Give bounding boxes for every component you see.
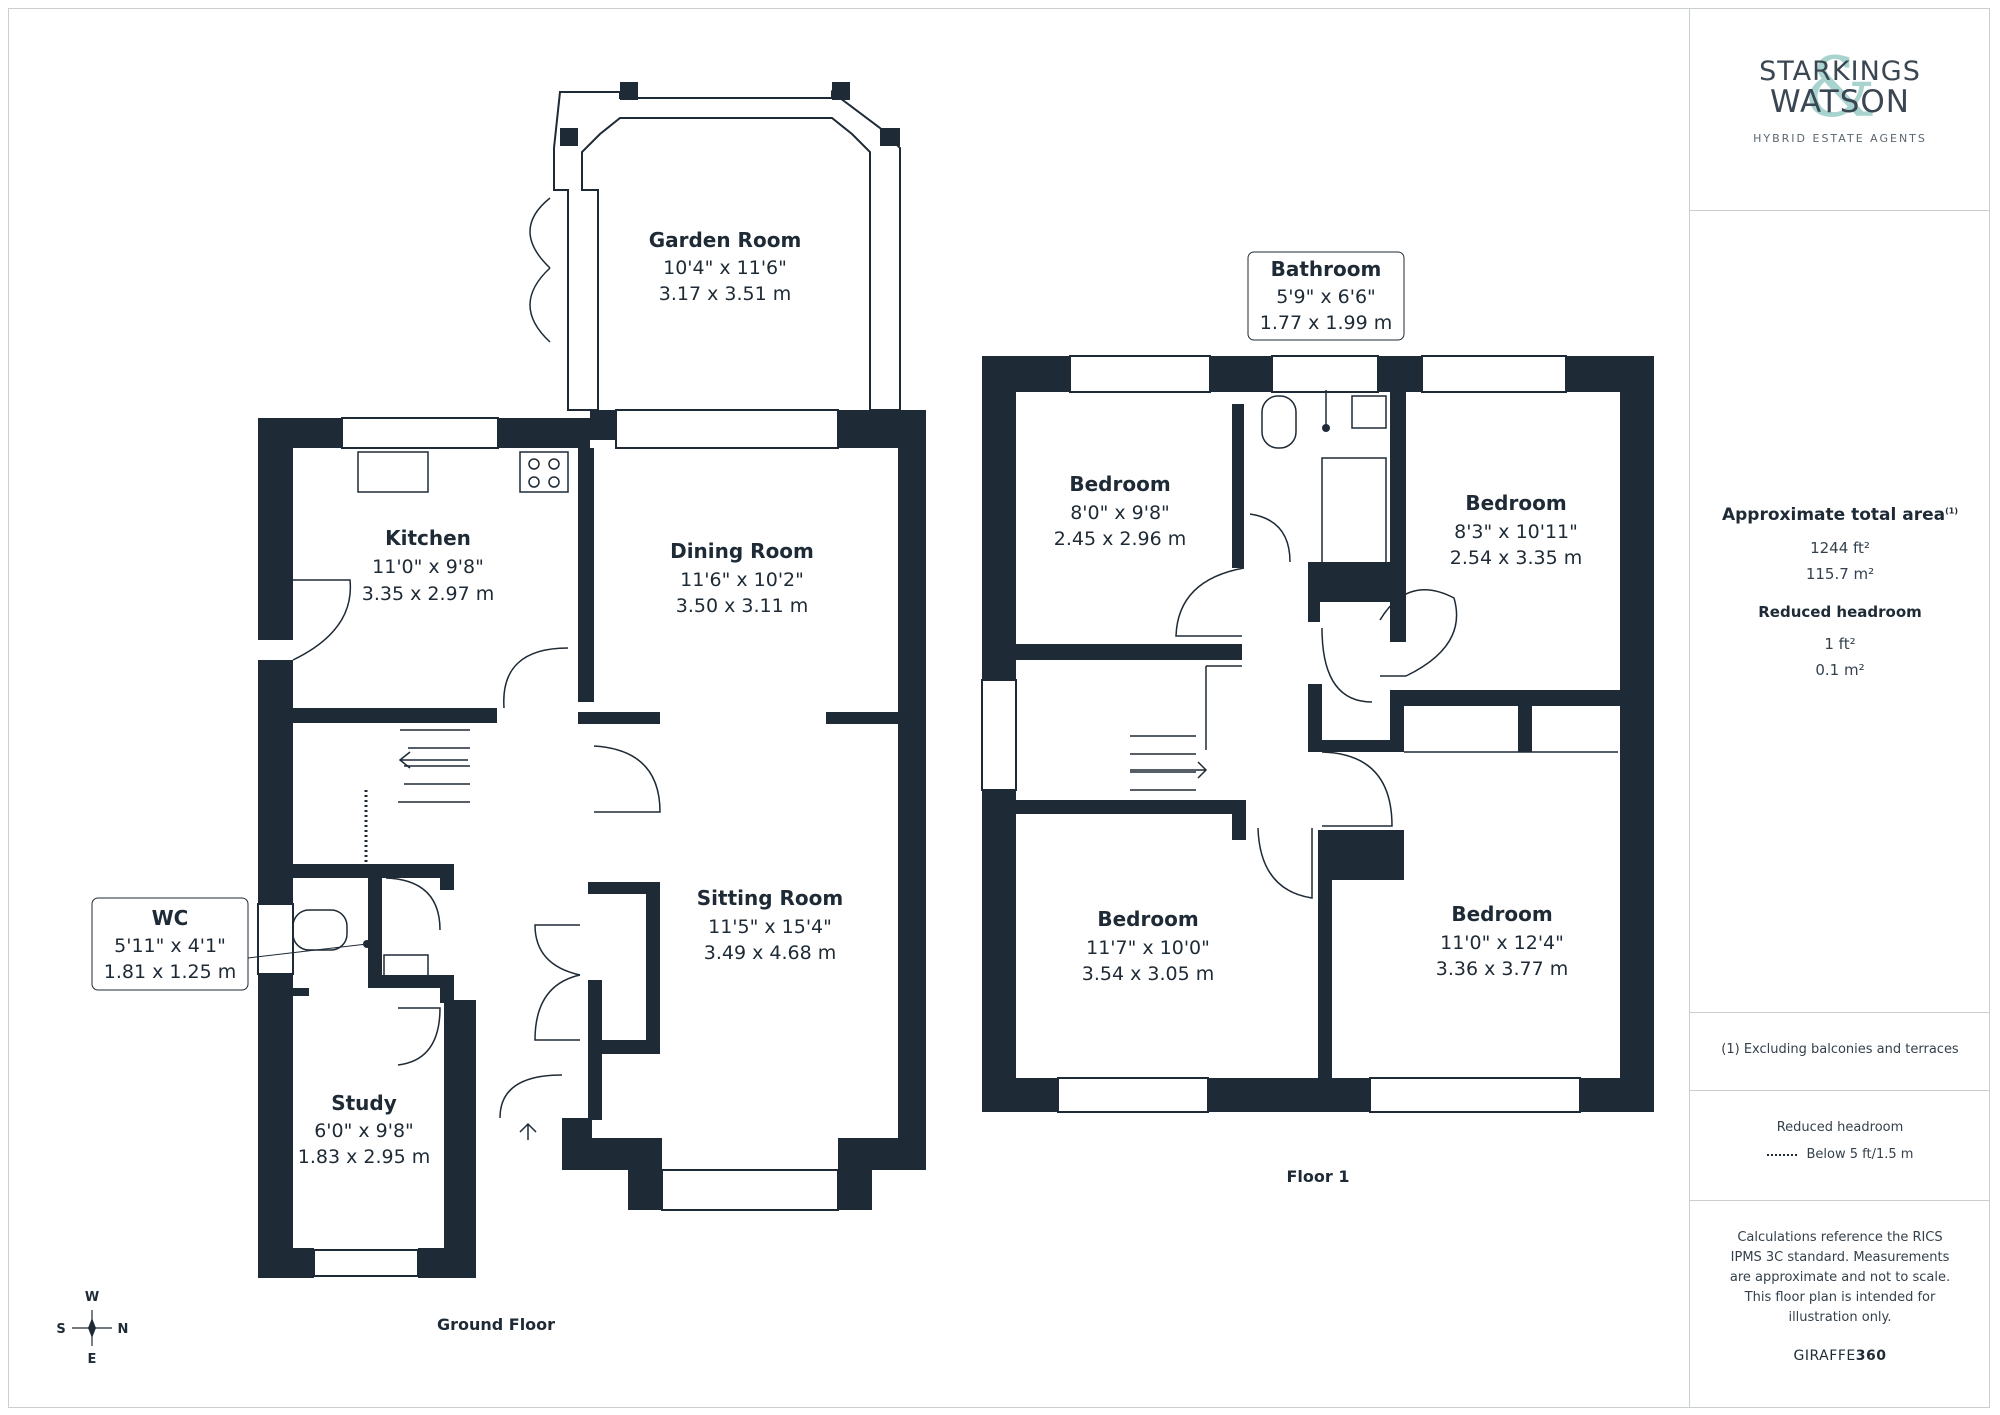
- room-sitting-room: Sitting Room 11'5" x 15'4" 3.49 x 4.68 m: [697, 886, 843, 964]
- room-dining-room: Dining Room 11'6" x 10'2" 3.50 x 3.11 m: [670, 539, 814, 617]
- credit-logo: GIRAFFE360: [1793, 1348, 1887, 1364]
- room-bedroom-4: Bedroom 11'0" x 12'4" 3.36 x 3.77 m: [1436, 902, 1568, 980]
- svg-text:1.77 x 1.99 m: 1.77 x 1.99 m: [1260, 312, 1392, 334]
- compass-icon: W S N E: [56, 1290, 128, 1367]
- floor-1-walls: [982, 356, 1654, 1112]
- svg-text:Bedroom: Bedroom: [1097, 907, 1198, 931]
- svg-text:1.83 x 2.95 m: 1.83 x 2.95 m: [298, 1146, 430, 1168]
- room-bedroom-1: Bedroom 8'0" x 9'8" 2.45 x 2.96 m: [1054, 472, 1186, 550]
- area-sqm: 115.7 m²: [1805, 565, 1875, 583]
- svg-text:8'0" x 9'8": 8'0" x 9'8": [1070, 502, 1170, 524]
- floor-1-fixtures: [1130, 390, 1387, 791]
- ground-floor-walls: [258, 410, 926, 1278]
- svg-text:3.50 x 3.11 m: 3.50 x 3.11 m: [676, 595, 808, 617]
- ground-floor-doors: [292, 197, 661, 1119]
- compass-s: S: [56, 1322, 65, 1337]
- svg-text:Kitchen: Kitchen: [385, 526, 471, 550]
- ground-floor-label: Ground Floor: [437, 1315, 555, 1334]
- room-labels: Garden Room 10'4" x 11'6" 3.17 x 3.51 m …: [104, 228, 1582, 1334]
- page-frame: [8, 8, 1990, 1408]
- svg-text:10'4" x 11'6": 10'4" x 11'6": [663, 257, 787, 279]
- svg-text:11'6" x 10'2": 11'6" x 10'2": [680, 569, 804, 591]
- svg-text:2.45 x 2.96 m: 2.45 x 2.96 m: [1054, 528, 1186, 550]
- area-section: Approximate total area(1) 1244 ft² 115.7…: [1690, 505, 1990, 679]
- svg-text:Study: Study: [331, 1091, 397, 1115]
- svg-text:WC: WC: [152, 906, 189, 930]
- compass-w: W: [85, 1290, 99, 1305]
- legend: Reduced headroom Below 5 ft/1.5 m: [1690, 1120, 1990, 1162]
- wc-callout-box: [91, 897, 249, 991]
- area-title: Approximate total area(1): [1721, 505, 1958, 525]
- brand-line1: STARKINGS: [1759, 56, 1921, 87]
- legend-item: Below 5 ft/1.5 m: [1690, 1147, 1990, 1162]
- sidebar-divider: [1690, 210, 1990, 211]
- reduced-sqft: 1 ft²: [1824, 635, 1856, 653]
- svg-text:3.36 x 3.77 m: 3.36 x 3.77 m: [1436, 958, 1568, 980]
- room-kitchen: Kitchen 11'0" x 9'8" 3.35 x 2.97 m: [362, 526, 494, 605]
- svg-text:11'5" x 15'4": 11'5" x 15'4": [708, 916, 832, 938]
- room-garden-room: Garden Room 10'4" x 11'6" 3.17 x 3.51 m: [649, 228, 802, 305]
- legend-dotted-line: [1766, 1153, 1797, 1156]
- compass-n: N: [118, 1322, 129, 1337]
- sidebar-border: [1689, 8, 1690, 1408]
- room-bedroom-2: Bedroom 8'3" x 10'11" 2.54 x 3.35 m: [1450, 491, 1582, 569]
- ground-floor-fixtures: [292, 451, 569, 1140]
- svg-text:3.35 x 2.97 m: 3.35 x 2.97 m: [362, 583, 494, 605]
- reduced-sqm: 0.1 m²: [1815, 661, 1865, 679]
- brand-logo: & STARKINGS WATSON HYBRID ESTATE AGENTS: [1690, 44, 1990, 178]
- floor-plan: Garden Room 10'4" x 11'6" 3.17 x 3.51 m …: [56, 82, 1654, 1367]
- room-study: Study 6'0" x 9'8" 1.83 x 2.95 m: [298, 1091, 430, 1168]
- room-bedroom-3: Bedroom 11'7" x 10'0" 3.54 x 3.05 m: [1082, 907, 1214, 985]
- reduced-headroom-title: Reduced headroom: [1758, 603, 1922, 621]
- disclaimer: Calculations reference the RICS IPMS 3C …: [1729, 1230, 1951, 1325]
- svg-text:Garden Room: Garden Room: [649, 228, 802, 252]
- svg-text:Dining Room: Dining Room: [670, 539, 814, 563]
- area-sqft: 1244 ft²: [1810, 539, 1870, 557]
- floor-1-doors: [1175, 513, 1618, 899]
- svg-text:11'0" x 9'8": 11'0" x 9'8": [372, 556, 484, 578]
- floor-1-windows: [981, 355, 1581, 1113]
- svg-text:6'0" x 9'8": 6'0" x 9'8": [314, 1120, 414, 1142]
- svg-text:Bathroom: Bathroom: [1271, 257, 1382, 281]
- brand-tagline: HYBRID ESTATE AGENTS: [1753, 132, 1927, 145]
- svg-text:1.81 x 1.25 m: 1.81 x 1.25 m: [104, 961, 236, 983]
- floor-1-label: Floor 1: [1287, 1167, 1350, 1186]
- svg-text:11'7" x 10'0": 11'7" x 10'0": [1086, 937, 1210, 959]
- wc-callout-line: [247, 943, 368, 959]
- brand-ampersand: &: [1803, 41, 1877, 136]
- svg-text:Bedroom: Bedroom: [1465, 491, 1566, 515]
- svg-text:2.54 x 3.35 m: 2.54 x 3.35 m: [1450, 547, 1582, 569]
- svg-text:5'11" x 4'1": 5'11" x 4'1": [114, 935, 226, 957]
- sidebar-divider: [1690, 1090, 1990, 1091]
- room-bathroom: Bathroom 5'9" x 6'6" 1.77 x 1.99 m: [1260, 257, 1392, 334]
- ground-floor-windows: [257, 409, 839, 1277]
- room-wc: WC 5'11" x 4'1" 1.81 x 1.25 m: [104, 906, 236, 983]
- svg-text:Bedroom: Bedroom: [1451, 902, 1552, 926]
- compass-e: E: [88, 1352, 97, 1367]
- svg-text:3.17 x 3.51 m: 3.17 x 3.51 m: [659, 283, 791, 305]
- svg-text:3.49 x 4.68 m: 3.49 x 4.68 m: [704, 942, 836, 964]
- brand-line2: WATSON: [1770, 84, 1910, 120]
- garden-room-structure: [553, 82, 901, 411]
- svg-text:3.54 x 3.05 m: 3.54 x 3.05 m: [1082, 963, 1214, 985]
- legend-title: Reduced headroom: [1776, 1120, 1904, 1135]
- bathroom-callout-box: [1247, 251, 1405, 341]
- footnote: (1) Excluding balconies and terraces: [1721, 1042, 1959, 1057]
- svg-text:Bedroom: Bedroom: [1069, 472, 1170, 496]
- bathroom-marker-dot: [1322, 424, 1330, 432]
- sidebar-divider: [1690, 1200, 1990, 1201]
- svg-text:8'3" x 10'11": 8'3" x 10'11": [1454, 521, 1578, 543]
- sidebar-divider: [1690, 1012, 1990, 1013]
- svg-text:11'0" x 12'4": 11'0" x 12'4": [1440, 932, 1564, 954]
- svg-text:Sitting Room: Sitting Room: [697, 886, 843, 910]
- svg-text:5'9" x 6'6": 5'9" x 6'6": [1276, 286, 1376, 308]
